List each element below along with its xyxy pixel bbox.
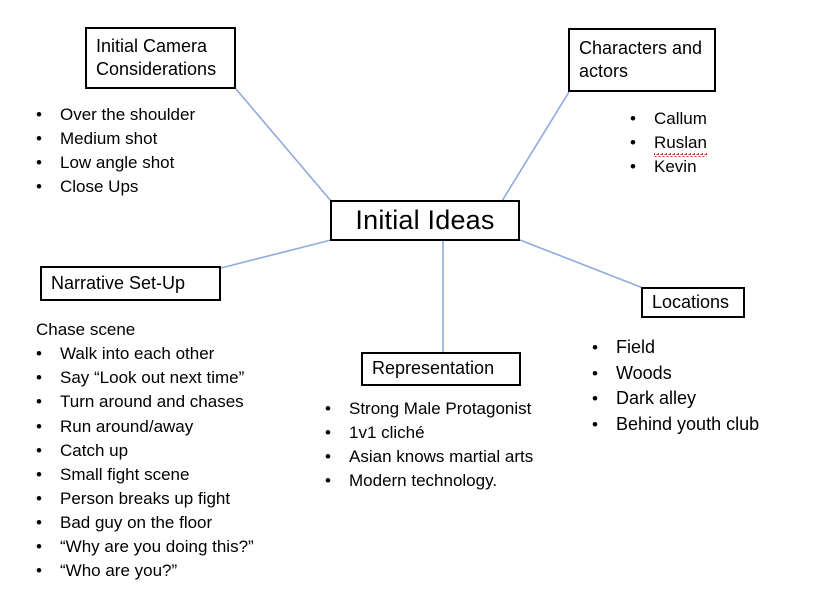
characters-list: • Callum • Ruslan • Kevin — [630, 107, 810, 179]
narrative-intro: Chase scene — [36, 320, 136, 339]
list-item: • Bad guy on the floor — [36, 511, 336, 535]
representation-list: • Strong Male Protagonist • 1v1 cliché •… — [325, 397, 605, 494]
list-item-label: Catch up — [60, 440, 129, 460]
node-locations-label: Locations — [652, 291, 730, 312]
bullet-icon: • — [630, 157, 636, 177]
list-item: • Strong Male Protagonist — [325, 397, 605, 421]
list-item: • Asian knows martial arts — [325, 445, 605, 469]
list-item-label: Close Ups — [60, 177, 139, 197]
list-item-label: Turn around and chases — [60, 392, 244, 412]
list-item-label: Modern technology. — [349, 471, 498, 491]
list-item: • Run around/away — [36, 415, 336, 439]
bullet-icon: • — [592, 414, 598, 434]
bullet-icon: • — [325, 399, 331, 418]
list-item: • Person breaks up fight — [36, 487, 336, 511]
connector-center-to-characters — [501, 91, 570, 202]
list-item-label: Bad guy on the floor — [60, 513, 213, 532]
bullet-icon: • — [36, 153, 42, 173]
node-narrative-set-up[interactable]: Narrative Set-Up — [40, 266, 221, 301]
bullet-icon: • — [36, 464, 42, 484]
list-item-label: Field — [616, 337, 656, 357]
bullet-icon: • — [36, 177, 42, 197]
list-item-label: Behind youth club — [616, 413, 760, 434]
list-item-label: Walk into each other — [60, 344, 215, 364]
list-item: • Callum — [630, 107, 810, 131]
bullet-icon: • — [36, 488, 42, 508]
bullet-icon: • — [325, 471, 331, 491]
list-item-label: Person breaks up fight — [60, 488, 231, 508]
list-item: • Medium shot — [36, 127, 286, 151]
bullet-icon: • — [325, 423, 331, 443]
list-item: • Over the shoulder — [36, 103, 286, 127]
list-item: • “Why are you doing this?” — [36, 535, 336, 559]
bullet-icon: • — [36, 368, 42, 388]
list-item: • Small fight scene — [36, 463, 336, 487]
node-initial-ideas-label: Initial Ideas — [355, 205, 495, 236]
list-item-label: “Who are you?” — [60, 561, 178, 581]
list-item: • Dark alley — [592, 386, 812, 412]
node-initial-camera-considerations[interactable]: Initial Camera Considerations — [85, 27, 236, 89]
bullet-icon: • — [36, 513, 42, 532]
bullet-icon: • — [36, 561, 42, 581]
list-item: • Catch up — [36, 439, 336, 463]
list-item-label: Asian knows martial arts — [349, 447, 534, 467]
bullet-icon: • — [630, 133, 636, 153]
list-item-label: Say “Look out next time” — [60, 368, 245, 388]
bullet-icon: • — [36, 344, 42, 364]
list-item: • Say “Look out next time” — [36, 366, 336, 390]
list-item-label: Small fight scene — [60, 464, 190, 484]
list-item-label: Strong Male Protagonist — [349, 399, 532, 418]
node-initial-camera-considerations-label: Initial Camera Considerations — [96, 35, 217, 79]
node-characters-and-actors[interactable]: Characters and actors — [568, 28, 716, 92]
list-item: • Field — [592, 335, 812, 361]
camera-considerations-list: • Over the shoulder • Medium shot • Low … — [36, 103, 286, 200]
node-characters-and-actors-label: Characters and actors — [579, 37, 703, 81]
bullet-icon: • — [630, 109, 636, 128]
list-item-label: Low angle shot — [60, 153, 175, 173]
node-representation[interactable]: Representation — [361, 352, 521, 386]
locations-list: • Field • Woods • Dark alley • Behind yo… — [592, 335, 812, 437]
bullet-icon: • — [36, 392, 42, 412]
list-item: • Walk into each other — [36, 342, 336, 366]
list-item: • “Who are you?” — [36, 559, 336, 583]
list-item-label: Kevin — [654, 157, 697, 177]
node-locations[interactable]: Locations — [641, 287, 745, 318]
list-item-label: Over the shoulder — [60, 105, 196, 124]
list-item-label: Woods — [616, 362, 672, 383]
list-item-label: Callum — [654, 109, 707, 128]
list-item: • 1v1 cliché — [325, 421, 605, 445]
list-item: • Behind youth club — [592, 412, 812, 438]
list-item: • Ruslan — [630, 131, 810, 158]
bullet-icon: • — [325, 447, 331, 467]
list-item-label-misspelled: Ruslan — [654, 131, 707, 158]
bullet-icon: • — [592, 338, 598, 357]
bullet-icon: • — [36, 129, 42, 149]
list-item-label: Run around/away — [60, 416, 194, 436]
list-item: • Close Ups — [36, 175, 286, 199]
node-narrative-set-up-label: Narrative Set-Up — [51, 272, 186, 293]
connector-center-to-locations — [519, 239, 644, 289]
bullet-icon: • — [36, 440, 42, 460]
list-item-label: “Why are you doing this?” — [60, 537, 254, 557]
list-item-label: Dark alley — [616, 388, 697, 409]
node-initial-ideas[interactable]: Initial Ideas — [330, 200, 520, 241]
connector-center-to-narrative — [220, 239, 332, 269]
list-item-label: Medium shot — [60, 129, 158, 149]
bullet-icon: • — [36, 416, 42, 436]
narrative-list: Chase scene • Walk into each other • Say… — [36, 318, 336, 583]
list-item: • Kevin — [630, 155, 810, 179]
list-item: • Modern technology. — [325, 469, 605, 493]
list-item: • Woods — [592, 361, 812, 387]
bullet-icon: • — [592, 363, 598, 383]
node-representation-label: Representation — [372, 358, 495, 379]
bullet-icon: • — [36, 537, 42, 557]
list-item-label: 1v1 cliché — [349, 423, 425, 443]
list-item: • Low angle shot — [36, 151, 286, 175]
list-item: • Turn around and chases — [36, 390, 336, 414]
bullet-icon: • — [36, 105, 42, 124]
bullet-icon: • — [592, 389, 598, 409]
